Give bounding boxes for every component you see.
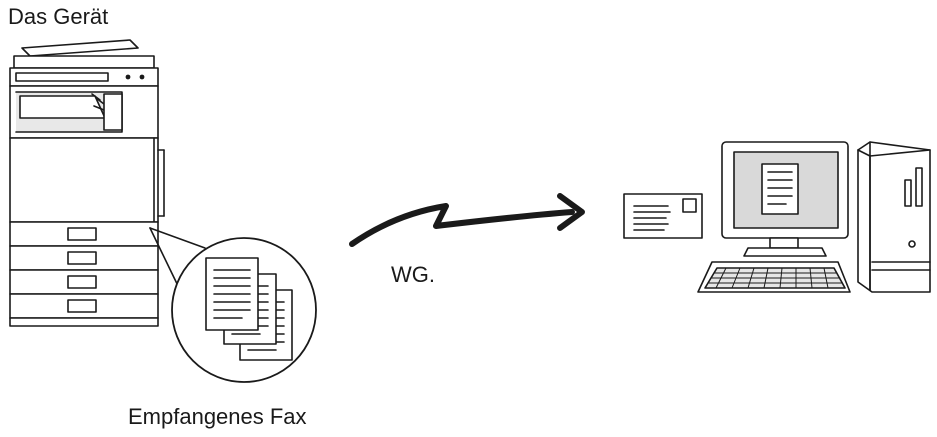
envelope-icon [623,193,703,239]
multifunction-printer-icon [9,39,165,327]
device-label: Das Gerät [8,4,109,29]
received-fax-label: Empfangenes Fax [128,404,307,429]
lightning-arrow-icon [349,193,585,247]
desktop-computer-icon [697,141,931,293]
fax-pages-icon [149,227,317,383]
network-label: WG. [391,262,435,287]
